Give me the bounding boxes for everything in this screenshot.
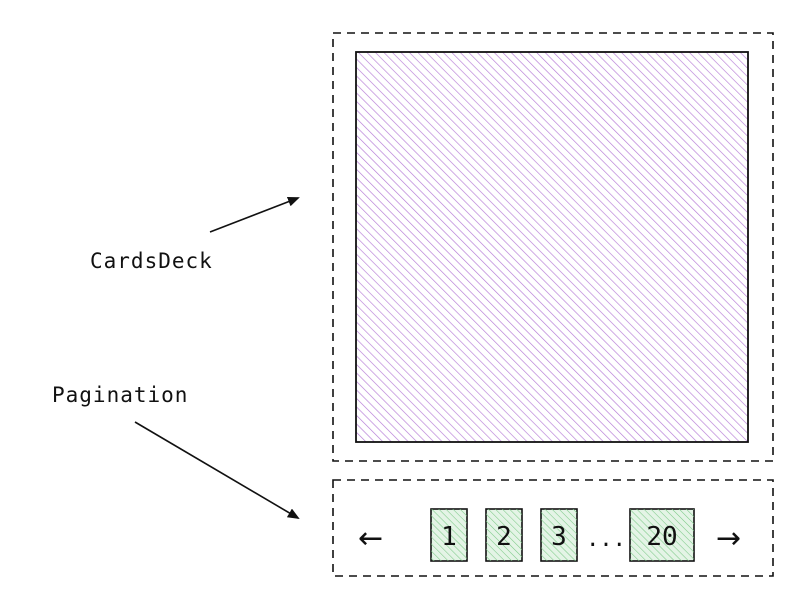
cards-deck-card — [355, 51, 749, 443]
page-button-20[interactable]: 20 — [629, 508, 695, 562]
cards-deck-label: CardsDeck — [90, 249, 213, 273]
cards-deck-arrow — [209, 196, 300, 233]
prev-arrow-icon[interactable]: ← — [358, 521, 383, 556]
page-number: 1 — [441, 522, 457, 552]
page-number: 20 — [646, 522, 677, 552]
page-button-2[interactable]: 2 — [485, 508, 523, 562]
pagination-label: Pagination — [52, 383, 188, 407]
page-number: 2 — [496, 522, 512, 552]
next-arrow-icon[interactable]: → — [716, 521, 741, 556]
pagination-container — [332, 479, 774, 577]
page-button-3[interactable]: 3 — [540, 508, 578, 562]
pagination-arrow — [134, 421, 300, 520]
page-button-1[interactable]: 1 — [430, 508, 468, 562]
pagination-ellipsis: ... — [586, 527, 626, 552]
page-number: 3 — [551, 522, 567, 552]
